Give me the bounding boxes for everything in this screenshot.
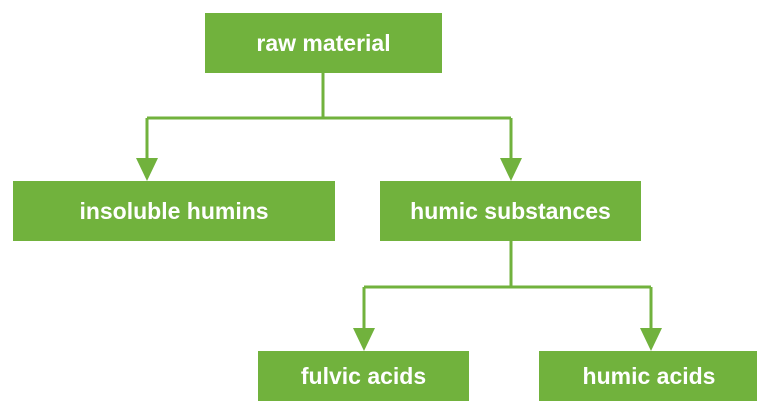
arrowhead-insoluble <box>136 158 158 181</box>
node-label: humic acids <box>582 362 716 389</box>
node-humic-acids: humic acids <box>539 351 757 401</box>
arrowhead-humic-substances <box>500 158 522 181</box>
node-raw-material: raw material <box>205 13 442 73</box>
node-label: raw material <box>256 29 391 56</box>
arrowhead-fulvic <box>353 328 375 351</box>
node-label: insoluble humins <box>79 197 269 224</box>
node-label: humic substances <box>410 197 611 224</box>
node-insoluble-humins: insoluble humins <box>13 181 335 241</box>
node-humic-substances: humic substances <box>380 181 641 241</box>
node-fulvic-acids: fulvic acids <box>258 351 469 401</box>
node-label: fulvic acids <box>300 362 427 389</box>
arrowhead-humic-acids <box>640 328 662 351</box>
